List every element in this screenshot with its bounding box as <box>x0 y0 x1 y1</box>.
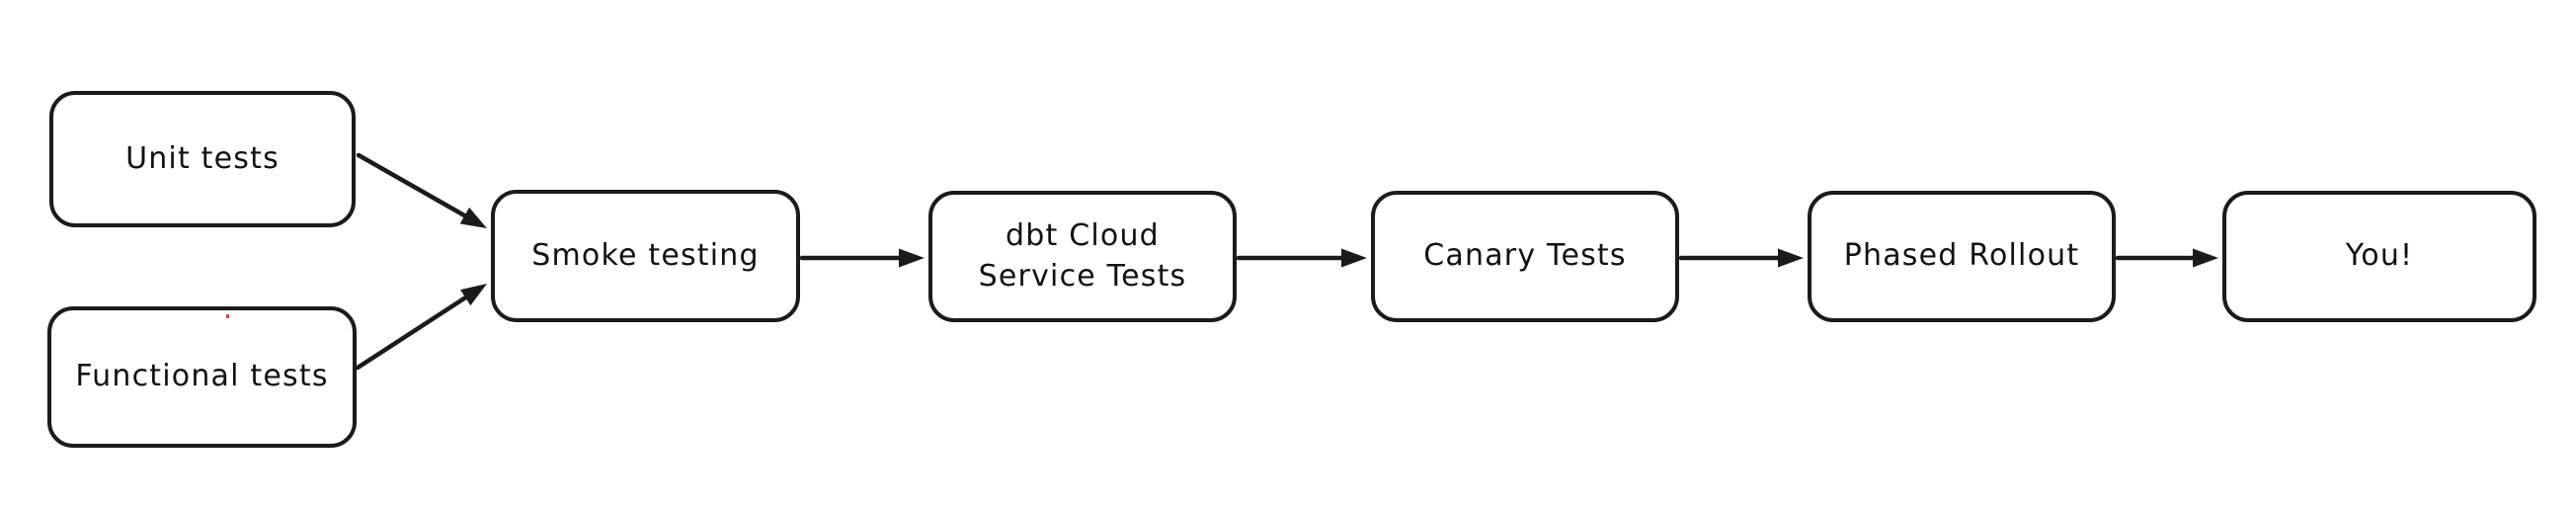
flow-node-label: Canary Tests <box>1423 238 1627 274</box>
flow-arrow-phased-to-you <box>2115 248 2218 268</box>
flow-arrow-unit-to-smoke <box>356 152 487 228</box>
flow-node-phased-rollout[interactable]: Phased Rollout <box>1808 191 2116 322</box>
flow-node-label: Unit tests <box>125 140 280 176</box>
flow-node-label: You! <box>2345 238 2414 274</box>
flow-node-you[interactable]: You! <box>2222 191 2536 322</box>
flow-node-canary-tests[interactable]: Canary Tests <box>1371 191 1679 322</box>
flow-node-smoke-testing[interactable]: Smoke testing <box>491 190 800 322</box>
flow-arrow-canary-to-phased <box>1678 248 1804 268</box>
flow-node-label: Service Tests <box>978 258 1187 294</box>
flow-arrow-functional-to-smoke <box>355 284 487 371</box>
flow-arrow-smoke-to-dbt <box>799 248 925 268</box>
flow-node-label: Phased Rollout <box>1843 238 2080 274</box>
flow-node-unit-tests[interactable]: Unit tests <box>49 91 356 227</box>
flow-arrow-dbt-to-canary <box>1236 248 1367 268</box>
flow-node-label: Functional tests <box>75 359 329 394</box>
flow-node-label: Smoke testing <box>531 237 760 273</box>
render-artifact-red-speck <box>226 314 229 318</box>
flow-node-label: dbt Cloud <box>1006 218 1160 253</box>
flow-node-functional-tests[interactable]: Functional tests <box>47 306 357 448</box>
